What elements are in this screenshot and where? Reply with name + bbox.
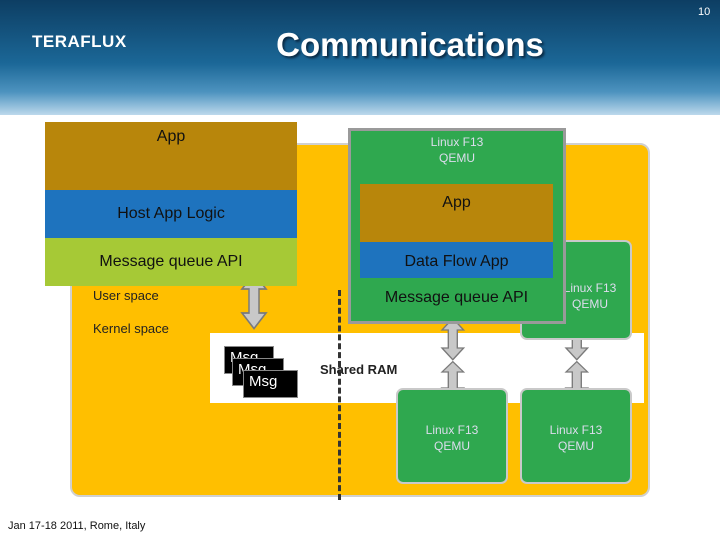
host-app-logic-label: Host App Logic (117, 205, 225, 222)
vm-app-label: App (442, 194, 471, 211)
msg-box: Msg (243, 370, 298, 398)
host-mq-api-label: Message queue API (99, 253, 243, 270)
vm-mq-api-label: Message queue API (384, 289, 529, 306)
slide-title: Communications (276, 26, 544, 63)
vm-right-os-label: Linux F13 (563, 281, 617, 295)
page-number: 10 (698, 6, 711, 18)
host-app-label: App (156, 128, 186, 145)
vm-dataflow-label: Data Flow App (404, 253, 509, 270)
vm-bottom-right-qemu-label: QEMU (558, 439, 594, 453)
teraflux-logo: TERAFLUX (32, 32, 127, 51)
host-mq-api-block (45, 238, 297, 286)
vm-bottom-right-os-label: Linux F13 (549, 423, 603, 437)
header-band (0, 0, 720, 115)
footer-text: Jan 17-18 2011, Rome, Italy (8, 520, 146, 532)
host-app-block (45, 122, 297, 190)
user-space-label: User space (93, 288, 159, 303)
host-app-logic-block (45, 190, 297, 238)
vm-dataflow-block (360, 242, 553, 278)
kernel-space-label: Kernel space (93, 321, 169, 336)
shared-ram-label: Shared RAM (320, 362, 398, 377)
vm-app-block (360, 184, 553, 242)
vm-bottom-left-os-label: Linux F13 (425, 423, 479, 437)
kernel-divider (338, 290, 341, 500)
vm-right-qemu-label: QEMU (572, 297, 608, 311)
vm-main-os-label: Linux F13 (430, 135, 484, 149)
vm-bottom-right-box (520, 388, 632, 484)
vm-mq-api-block (360, 278, 553, 318)
vm-main-qemu-label: QEMU (439, 151, 475, 165)
vm-bottom-left-qemu-label: QEMU (434, 439, 470, 453)
vm-bottom-left-box (396, 388, 508, 484)
